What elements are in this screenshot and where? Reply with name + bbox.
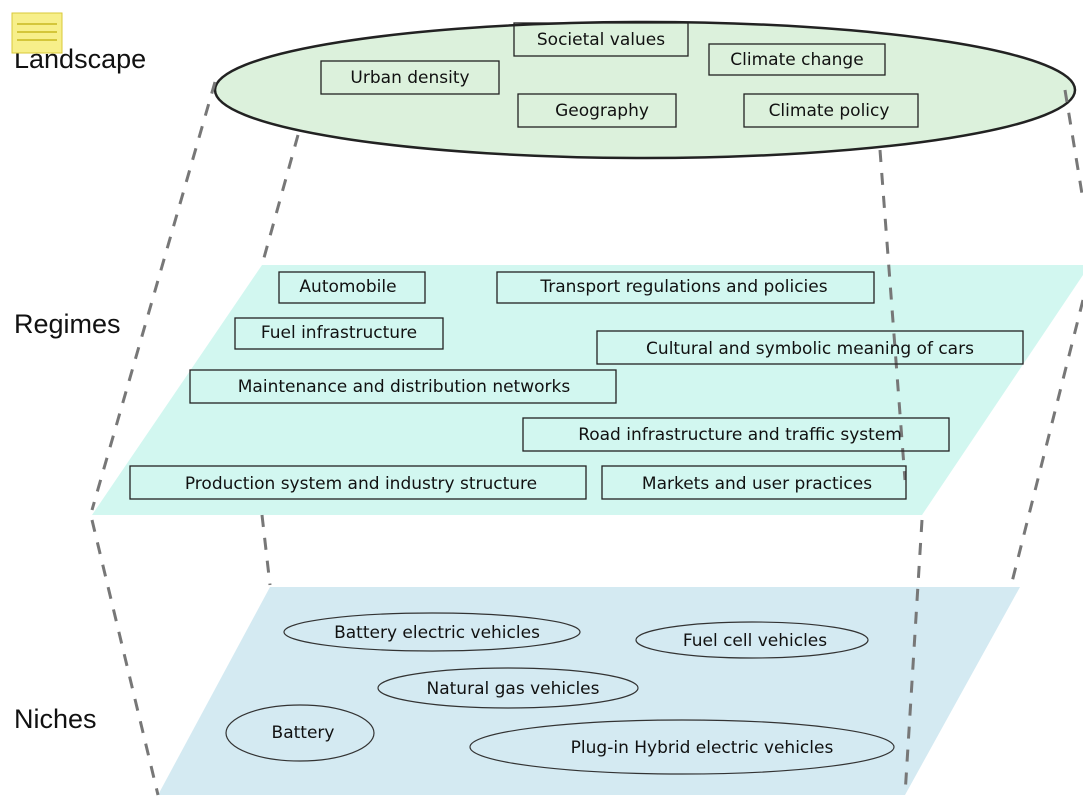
niches-plane (158, 587, 1020, 795)
connector-line (260, 134, 300, 266)
landscape-factor: Climate policy (743, 93, 919, 128)
regimes-label: Regimes (14, 309, 121, 339)
regime-element: Fuel infrastructure (234, 317, 444, 350)
landscape-factor: Societal values (513, 22, 689, 57)
svg-text:Production system and industry: Production system and industry structure (185, 474, 537, 494)
regime-element: Transport regulations and policies (496, 271, 875, 304)
connector-line (1063, 89, 1083, 201)
landscape-factor: Climate change (708, 43, 886, 76)
regime-element: Road infrastructure and traffic system (522, 417, 950, 452)
niche-innovation: Natural gas vehicles (377, 667, 639, 709)
niche-innovation: Plug-in Hybrid electric vehicles (469, 719, 895, 775)
connector-line (260, 514, 272, 586)
regime-element: Automobile (278, 271, 426, 304)
regime-elements: Automobile Transport regulations and pol… (129, 271, 1024, 500)
niche-innovation: Battery (225, 704, 375, 762)
svg-text:Climate policy: Climate policy (769, 101, 890, 121)
svg-text:Fuel cell vehicles: Fuel cell vehicles (683, 631, 827, 651)
svg-text:Plug-in Hybrid electric vehicl: Plug-in Hybrid electric vehicles (571, 738, 834, 758)
regime-element: Markets and user practices (601, 465, 907, 500)
svg-text:Geography: Geography (555, 101, 649, 121)
svg-text:Road infrastructure and traffi: Road infrastructure and traffic system (578, 425, 902, 445)
svg-text:Societal values: Societal values (537, 30, 665, 50)
niches-label: Niches (14, 704, 97, 734)
note-icon[interactable] (11, 12, 63, 54)
svg-text:Climate change: Climate change (730, 50, 863, 70)
connector-line (1008, 299, 1083, 591)
svg-text:Battery: Battery (272, 723, 335, 743)
svg-text:Fuel infrastructure: Fuel infrastructure (261, 323, 417, 343)
niche-innovation: Battery electric vehicles (283, 612, 581, 652)
svg-text:Transport regulations and poli: Transport regulations and policies (539, 277, 827, 297)
svg-text:Maintenance and distribution n: Maintenance and distribution networks (238, 377, 571, 397)
regime-element: Maintenance and distribution networks (189, 369, 617, 404)
niche-innovation: Fuel cell vehicles (635, 621, 869, 659)
regime-element: Production system and industry structure (129, 465, 587, 500)
svg-text:Markets and user practices: Markets and user practices (642, 474, 872, 494)
connector-lines (90, 81, 1083, 796)
svg-text:Automobile: Automobile (299, 277, 396, 297)
connector-line (90, 519, 160, 796)
landscape-factor: Urban density (320, 60, 500, 95)
niche-innovations: Battery electric vehicles Fuel cell vehi… (225, 612, 895, 775)
svg-text:Urban density: Urban density (350, 68, 469, 88)
connector-line (90, 81, 217, 511)
svg-text:Natural gas vehicles: Natural gas vehicles (427, 679, 600, 699)
regime-element: Cultural and symbolic meaning of cars (596, 330, 1024, 365)
landscape-factors: Societal values Climate change Urban den… (320, 22, 919, 128)
connector-line (878, 149, 907, 481)
landscape-ellipse (213, 20, 1077, 160)
svg-text:Battery electric vehicles: Battery electric vehicles (334, 623, 540, 643)
landscape-factor: Geography (517, 93, 677, 128)
svg-text:Cultural and symbolic meaning: Cultural and symbolic meaning of cars (646, 339, 974, 359)
regimes-plane (92, 265, 1083, 515)
